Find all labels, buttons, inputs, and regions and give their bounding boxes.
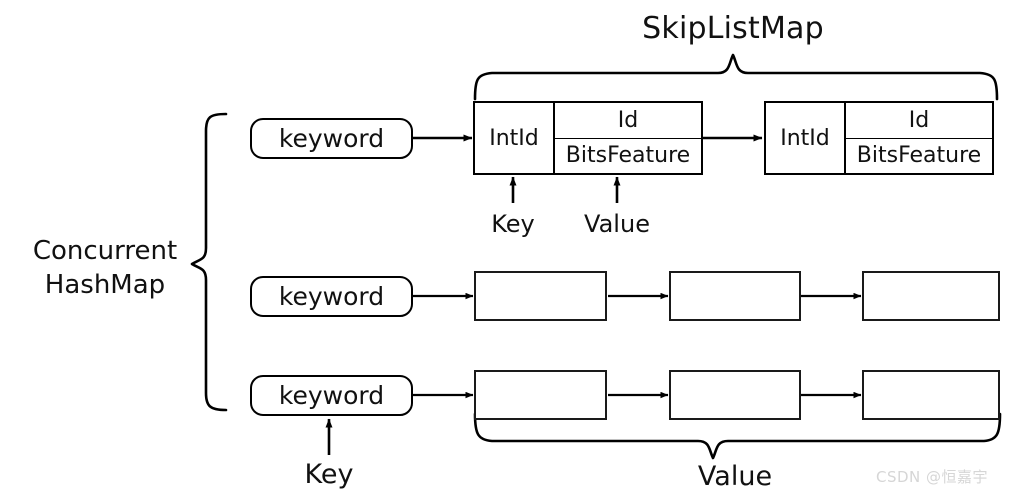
skiplist-node-row1-1-bitsfeature: BitsFeature	[565, 143, 691, 169]
watermark-csdn: CSDN @恒嘉宇	[876, 468, 989, 486]
skiplist-node-row1-1[interactable]: IntId Id BitsFeature	[473, 101, 703, 175]
empty-node-row2-1[interactable]	[474, 271, 607, 321]
skiplist-node-row1-1-id: Id	[555, 103, 701, 139]
label-row1-value: Value	[584, 210, 650, 238]
skiplist-node-row1-1-value: Id BitsFeature	[555, 103, 701, 173]
skiplist-node-row1-2-intid: IntId	[766, 103, 846, 173]
row1-key-value-arrows	[509, 176, 621, 203]
skiplist-node-row1-1-intid: IntId	[475, 103, 555, 173]
brace-concurrenthashmap	[190, 112, 228, 412]
skiplist-node-row1-2-bitsfeature: BitsFeature	[856, 143, 982, 169]
brace-value	[473, 412, 1002, 460]
label-row1-key: Key	[491, 210, 535, 238]
keyword-box-row1[interactable]: keyword	[250, 118, 413, 159]
label-concurrent-hashmap-line2: HashMap	[44, 270, 166, 301]
empty-node-row2-2[interactable]	[669, 271, 801, 321]
skiplist-node-row1-2[interactable]: IntId Id BitsFeature	[764, 101, 994, 175]
label-row3-key: Key	[304, 459, 354, 490]
keyword-box-row2[interactable]: keyword	[250, 276, 413, 317]
empty-node-row3-3[interactable]	[862, 370, 1000, 420]
label-bottom-value: Value	[697, 461, 773, 492]
title-skiplistmap: SkipListMap	[642, 11, 824, 46]
skiplist-node-row1-2-value: Id BitsFeature	[846, 103, 992, 173]
keyword-box-row3[interactable]: keyword	[250, 375, 413, 416]
brace-skiplistmap	[473, 53, 999, 101]
label-concurrent-hashmap: Concurrent HashMap	[33, 234, 177, 303]
empty-node-row2-3[interactable]	[862, 271, 1000, 321]
empty-node-row3-2[interactable]	[669, 370, 801, 420]
label-concurrent-hashmap-line1: Concurrent	[32, 236, 178, 266]
empty-node-row3-1[interactable]	[474, 370, 607, 420]
skiplist-node-row1-2-id: Id	[846, 103, 992, 139]
